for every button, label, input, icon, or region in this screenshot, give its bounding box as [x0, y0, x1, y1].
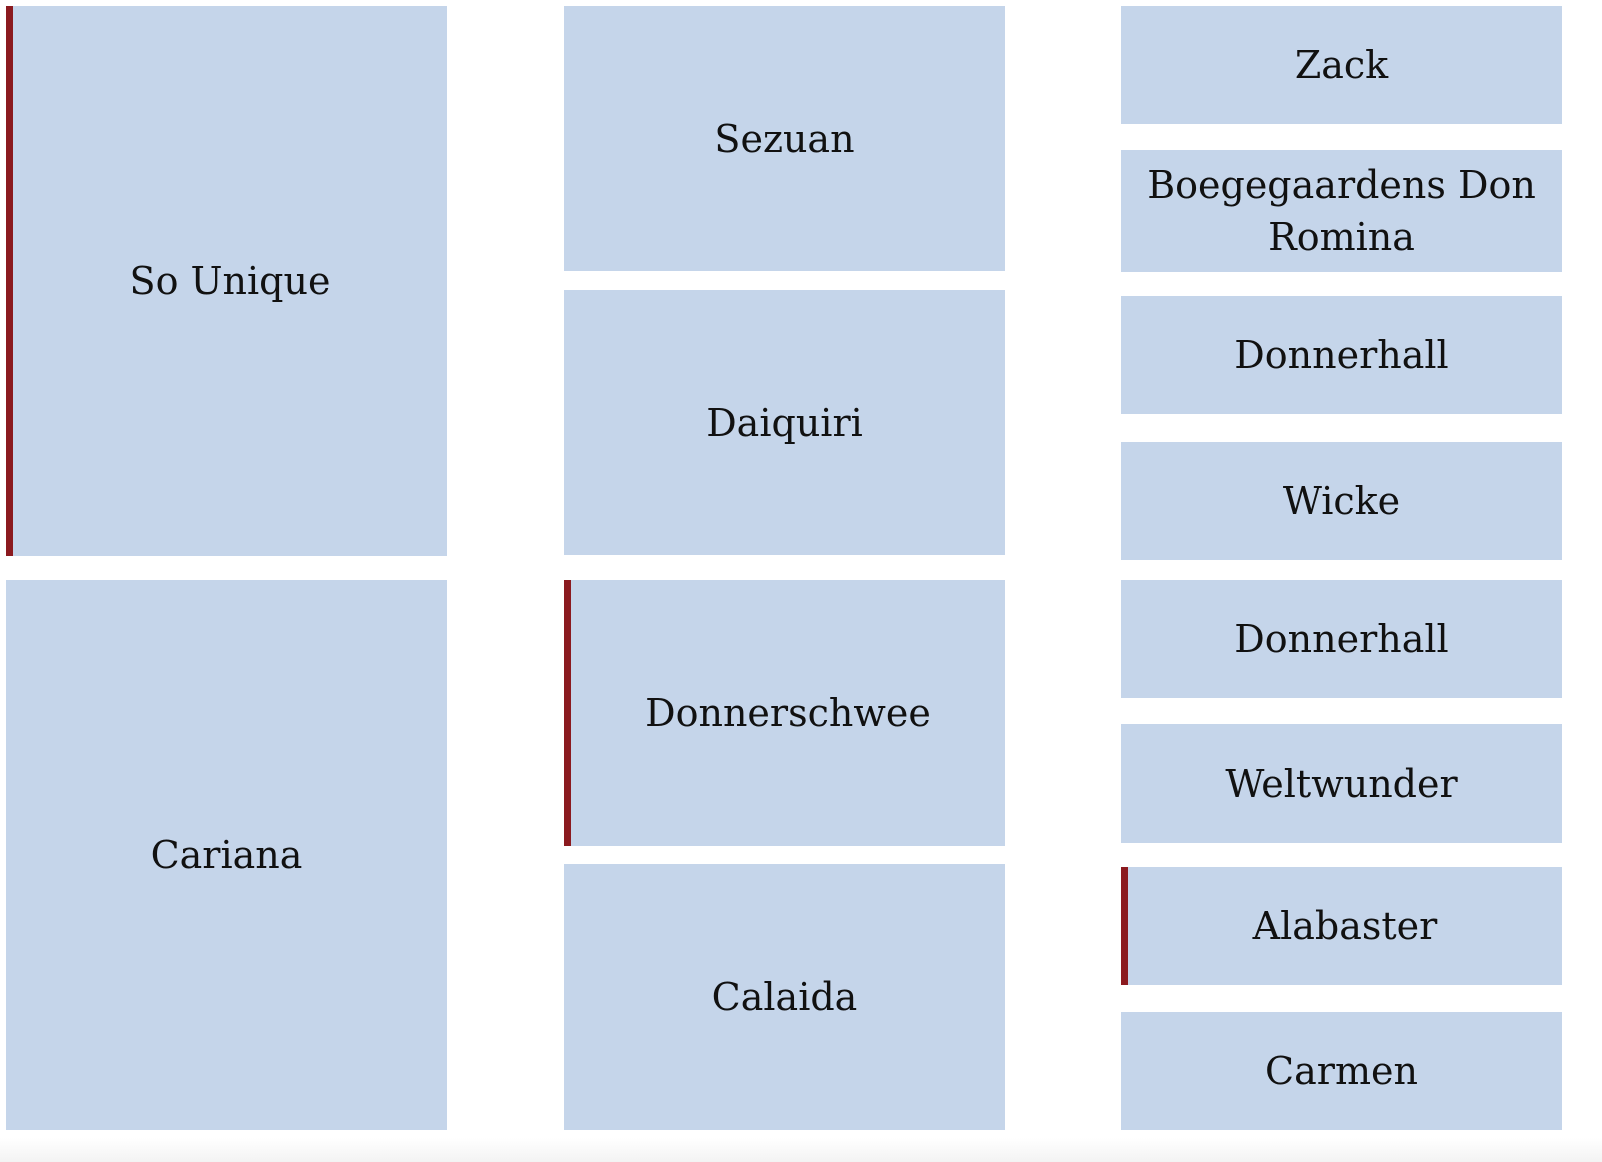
ancestor-name: Sezuan: [714, 116, 855, 161]
ancestor-box-gen3-2[interactable]: Boegegaardens Don Romina: [1121, 150, 1562, 272]
ancestor-name: Donnerschwee: [645, 691, 931, 735]
ancestor-name: Weltwunder: [1225, 761, 1458, 806]
ancestor-name: Calaida: [711, 975, 858, 1019]
ancestor-box-sire[interactable]: So Unique: [6, 6, 447, 556]
ancestor-box-dam-dam[interactable]: Calaida: [564, 864, 1005, 1130]
ancestor-box-gen3-4[interactable]: Wicke: [1121, 442, 1562, 560]
ancestor-name: Wicke: [1282, 479, 1401, 523]
ancestor-box-dam-sire[interactable]: Donnerschwee: [564, 580, 1005, 846]
ancestor-box-gen3-5[interactable]: Donnerhall: [1121, 580, 1562, 698]
ancestor-name: Boegegaardens Don Romina: [1147, 163, 1536, 259]
ancestor-box-sire-sire[interactable]: Sezuan: [564, 6, 1005, 271]
bottom-edge-shadow: [0, 1138, 1602, 1162]
ancestor-name: Donnerhall: [1234, 333, 1449, 377]
ancestor-box-sire-dam[interactable]: Daiquiri: [564, 290, 1005, 555]
ancestor-name: Alabaster: [1252, 904, 1438, 948]
ancestor-box-gen3-3[interactable]: Donnerhall: [1121, 296, 1562, 414]
ancestor-name: So Unique: [129, 259, 331, 303]
ancestor-box-gen3-6[interactable]: Weltwunder: [1121, 724, 1562, 843]
ancestor-box-gen3-8[interactable]: Carmen: [1121, 1012, 1562, 1130]
ancestor-box-gen3-7[interactable]: Alabaster: [1121, 867, 1562, 985]
ancestor-box-dam[interactable]: Cariana: [6, 580, 447, 1130]
ancestor-name: Cariana: [150, 833, 303, 877]
ancestor-name: Carmen: [1265, 1049, 1418, 1093]
ancestor-name: Zack: [1294, 43, 1389, 87]
ancestor-name: Daiquiri: [706, 400, 863, 445]
ancestor-box-gen3-1[interactable]: Zack: [1121, 6, 1562, 124]
ancestor-name: Donnerhall: [1234, 617, 1449, 661]
